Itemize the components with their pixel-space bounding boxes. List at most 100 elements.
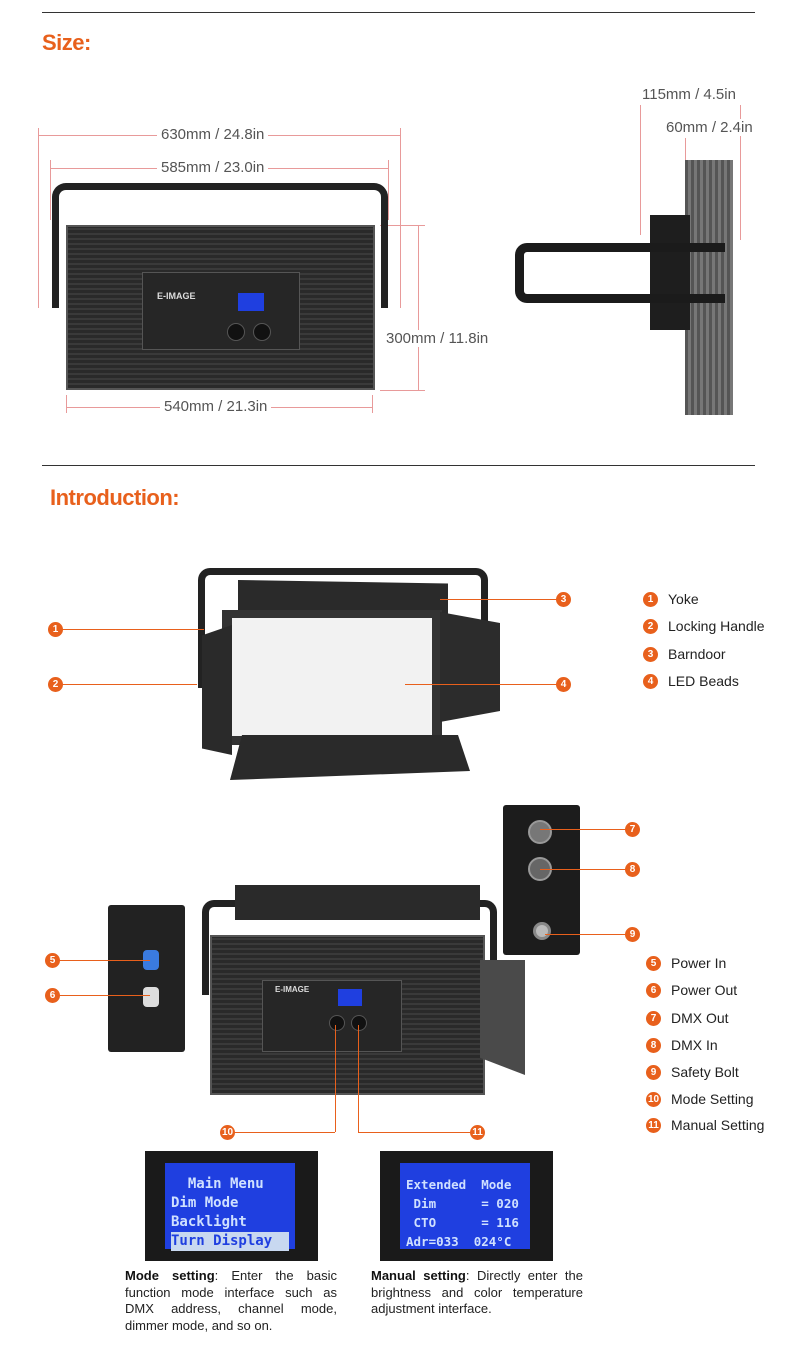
callout-line xyxy=(545,934,626,935)
callout-9: 9 xyxy=(625,927,640,942)
brand-logo: E-IMAGE xyxy=(275,985,310,994)
barndoor-top xyxy=(235,885,480,920)
legend-item: 7 DMX Out xyxy=(646,1010,729,1026)
legend-label: Power Out xyxy=(671,982,738,998)
legend-label: Power In xyxy=(671,955,727,971)
callout-line xyxy=(58,960,150,961)
led-panel xyxy=(232,618,432,736)
legend-item: 8 DMX In xyxy=(646,1037,718,1053)
number-badge: 1 xyxy=(643,591,658,607)
yoke-image xyxy=(52,183,388,308)
callout-line xyxy=(335,1025,336,1132)
dim-line xyxy=(418,225,419,390)
dim-line xyxy=(640,105,641,235)
dim-line xyxy=(50,160,51,220)
callout-line xyxy=(358,1132,473,1133)
number-badge: 7 xyxy=(646,1010,661,1026)
legend-item: 6 Power Out xyxy=(646,982,737,998)
light-side-image xyxy=(685,160,733,415)
legend-label: DMX In xyxy=(671,1037,718,1053)
callout-6: 6 xyxy=(45,988,60,1003)
intro-heading: Introduction: xyxy=(50,485,180,510)
barndoor-right xyxy=(440,612,500,722)
lcd-line: Adr=033 024°C xyxy=(406,1234,512,1249)
callout-2: 2 xyxy=(48,677,63,692)
yoke-side xyxy=(515,243,725,303)
dim-line xyxy=(372,395,373,413)
callout-11: 11 xyxy=(470,1125,485,1140)
dim-line xyxy=(388,160,389,220)
callout-7: 7 xyxy=(625,822,640,837)
barndoor-right xyxy=(480,960,525,1075)
lcd-line-selected: Turn Display xyxy=(171,1232,289,1251)
mode-setting-caption: Mode setting: Enter the basic function m… xyxy=(125,1268,337,1334)
knob xyxy=(253,323,271,341)
manual-knob xyxy=(351,1015,367,1031)
legend-item: 5 Power In xyxy=(646,955,726,971)
dim-height: 300mm / 11.8in xyxy=(382,330,493,347)
divider xyxy=(42,465,755,466)
callout-1: 1 xyxy=(48,622,63,637)
legend-item: 9 Safety Bolt xyxy=(646,1064,739,1080)
callout-3: 3 xyxy=(556,592,571,607)
legend-label: DMX Out xyxy=(671,1010,729,1026)
mode-knob xyxy=(329,1015,345,1031)
callout-line xyxy=(62,684,197,685)
number-badge: 6 xyxy=(646,982,661,998)
dmx-detail-image xyxy=(503,805,580,955)
lcd-line: CTO = 116 xyxy=(406,1215,519,1230)
control-box: E-IMAGE xyxy=(262,980,402,1052)
legend-item: 1 Yoke xyxy=(643,591,699,607)
legend-label: Manual Setting xyxy=(671,1117,765,1133)
dim-width-panel: 540mm / 21.3in xyxy=(160,398,272,415)
number-badge: 10 xyxy=(646,1091,661,1107)
number-badge: 9 xyxy=(646,1064,661,1080)
legend-label: Safety Bolt xyxy=(671,1064,739,1080)
dim-depth-total: 115mm / 4.5in xyxy=(638,86,740,103)
callout-line xyxy=(405,684,558,685)
callout-line xyxy=(440,599,558,600)
callout-line xyxy=(58,995,150,996)
legend-label: Locking Handle xyxy=(668,618,765,634)
manual-setting-caption: Manual setting: Directly enter the brigh… xyxy=(371,1268,583,1318)
number-badge: 2 xyxy=(643,618,658,634)
caption-text: : Directly enter the brightness and colo… xyxy=(371,1268,583,1316)
callout-10: 10 xyxy=(220,1125,235,1140)
mode-lcd-image: Main Menu Dim Mode Backlight Turn Displa… xyxy=(145,1151,318,1261)
dim-depth-panel: 60mm / 2.4in xyxy=(662,119,757,136)
brand-logo: E-IMAGE xyxy=(157,291,196,301)
lcd-screen: Main Menu Dim Mode Backlight Turn Displa… xyxy=(165,1163,295,1251)
legend-item: 2 Locking Handle xyxy=(643,618,765,634)
manual-lcd-image: Extended Mode Dim = 020 CTO = 116 Adr=03… xyxy=(380,1151,553,1261)
divider xyxy=(42,12,755,13)
caption-title: Mode setting xyxy=(125,1268,215,1283)
dim-line xyxy=(380,225,425,226)
caption-text: : Enter the basic function mode interfac… xyxy=(125,1268,337,1333)
dim-line xyxy=(400,128,401,308)
number-badge: 5 xyxy=(646,955,661,971)
dim-line xyxy=(38,128,39,308)
number-badge: 4 xyxy=(643,673,658,689)
callout-8: 8 xyxy=(625,862,640,877)
callout-line xyxy=(230,1132,335,1133)
lcd-screen: Extended Mode Dim = 020 CTO = 116 Adr=03… xyxy=(400,1163,530,1249)
number-badge: 3 xyxy=(643,646,658,662)
legend-label: Yoke xyxy=(668,591,699,607)
size-heading: Size: xyxy=(42,30,91,55)
knob xyxy=(227,323,245,341)
lcd-line: Main Menu xyxy=(171,1176,264,1192)
lcd-line: Dim Mode xyxy=(171,1195,239,1211)
callout-4: 4 xyxy=(556,677,571,692)
dim-width-outer: 630mm / 24.8in xyxy=(157,126,269,143)
number-badge: 8 xyxy=(646,1037,661,1053)
callout-line xyxy=(540,869,626,870)
lcd-mini xyxy=(238,293,264,311)
lcd-line: Backlight xyxy=(171,1214,247,1230)
callout-line xyxy=(358,1025,359,1132)
legend-item: 11 Manual Setting xyxy=(646,1117,764,1133)
number-badge: 11 xyxy=(646,1117,661,1133)
caption-title: Manual setting xyxy=(371,1268,466,1283)
